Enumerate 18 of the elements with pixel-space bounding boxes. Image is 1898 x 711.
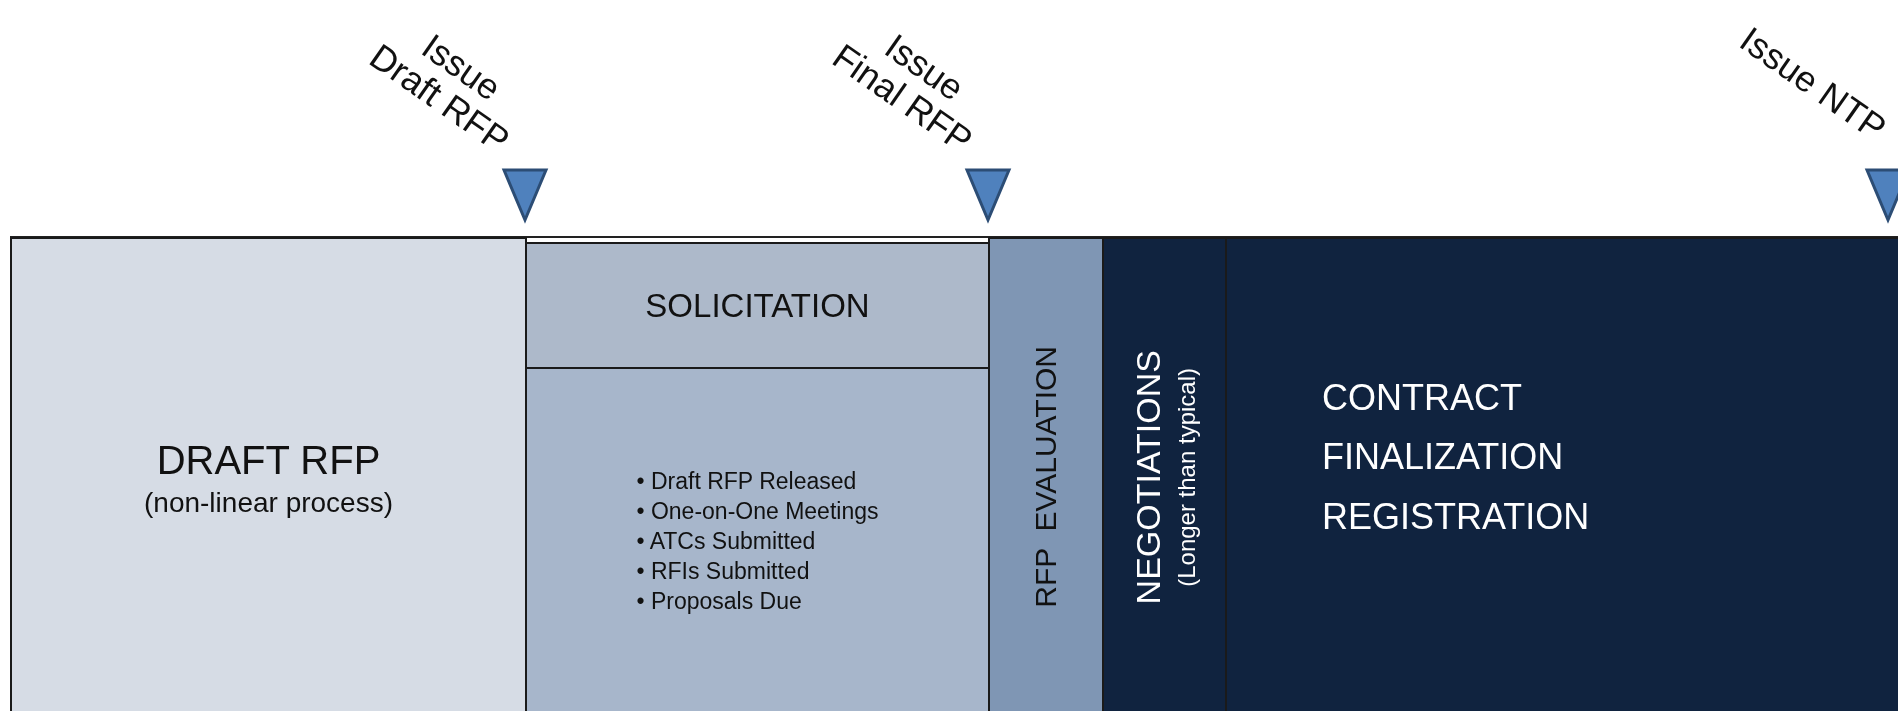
phase-title: NEGOTIATIONS bbox=[1127, 349, 1168, 605]
bullet-item: • One-on-One Meetings bbox=[636, 497, 879, 527]
bullet-item: • Proposals Due bbox=[636, 586, 803, 616]
phase-box bbox=[1102, 237, 1227, 711]
phase-box bbox=[525, 367, 990, 711]
phase-note: (Longer than typical) bbox=[1172, 367, 1201, 587]
phase-box bbox=[10, 237, 527, 711]
phase-title: CONTRACT FINALIZATION REGISTRATION bbox=[1322, 375, 1591, 539]
phase-note: (non-linear process) bbox=[144, 485, 393, 520]
bullet-item: • ATCs Submitted bbox=[636, 527, 817, 557]
phase-title: RFP EVALUATION bbox=[1028, 346, 1063, 608]
phase-title: DRAFT RFP bbox=[156, 436, 381, 484]
phase-title: SOLICITATION bbox=[645, 285, 870, 326]
phase-box bbox=[1225, 237, 1898, 711]
phase-box bbox=[988, 237, 1104, 711]
bullet-item: • RFIs Submitted bbox=[636, 556, 811, 586]
phase-header-box bbox=[525, 242, 990, 369]
bullet-item: • Draft RFP Released bbox=[636, 467, 858, 497]
